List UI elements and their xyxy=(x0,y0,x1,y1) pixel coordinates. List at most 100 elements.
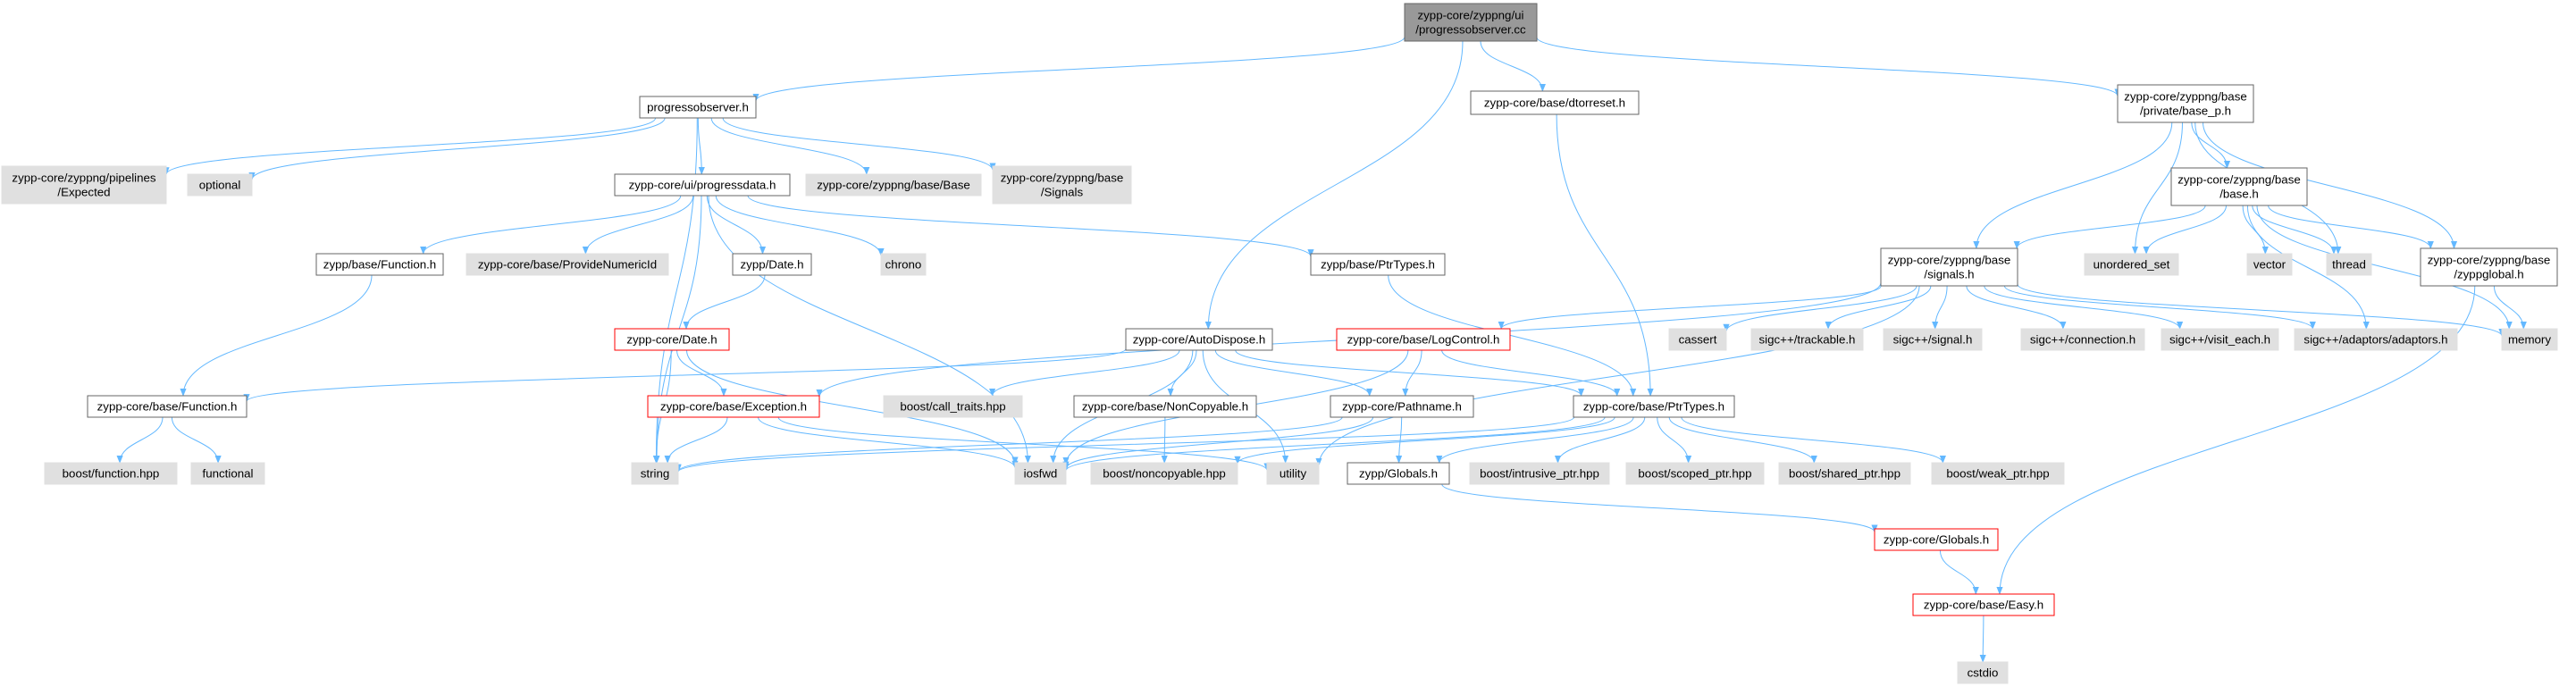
graph-node-Pathname[interactable]: zypp-core/Pathname.h xyxy=(1330,395,1474,418)
edge-dtorreset-to-core_base_PtrTypes xyxy=(1556,113,1654,397)
node-box xyxy=(190,462,265,485)
graph-node-NonCopyable[interactable]: zypp-core/base/NonCopyable.h xyxy=(1073,395,1257,418)
graph-node-AutoDispose[interactable]: zypp-core/AutoDispose.h xyxy=(1125,328,1273,351)
node-label: zypp-core/Pathname.h xyxy=(1342,400,1462,414)
node-box xyxy=(883,395,1023,418)
node-box xyxy=(1404,3,1538,42)
edge-AutoDispose-to-core_base_Function xyxy=(243,348,1127,403)
edge-core_base_PtrTypes-to-weak_ptr xyxy=(1681,416,1946,464)
node-label: /base.h xyxy=(2219,188,2259,201)
node-box xyxy=(2117,84,2254,123)
edges-layer xyxy=(116,37,2527,663)
graph-node-zyppglobal[interactable]: zypp-core/zyppng/base/zyppglobal.h xyxy=(2420,247,2558,287)
node-label: sigc++/signal.h xyxy=(1893,333,1973,347)
edge-AutoDispose-to-core_base_PtrTypes xyxy=(1235,349,1585,397)
node-label: zypp-core/base/NonCopyable.h xyxy=(1082,400,1248,414)
graph-node-unordered_set: unordered_set xyxy=(2084,253,2179,276)
edge-signals_h-to-LogControl xyxy=(1498,285,1882,330)
edge-core_base_Function-to-functional xyxy=(171,416,222,464)
edge-base_h-to-vector xyxy=(2242,205,2269,255)
edge-progressdata-to-iosfwd xyxy=(708,195,1031,464)
node-label: progressobserver.h xyxy=(647,101,749,114)
edge-root-to-dtorreset xyxy=(1480,40,1546,92)
graph-node-chrono: chrono xyxy=(880,253,927,276)
node-box xyxy=(87,395,248,418)
edge-progressobserver-to-progressdata xyxy=(697,117,705,175)
node-label: zypp-core/base/Easy.h xyxy=(1924,599,2043,612)
graph-node-progressobserver[interactable]: progressobserver.h xyxy=(639,96,757,119)
node-label: zypp-core/base/Function.h xyxy=(97,400,238,414)
edge-AutoDispose-to-call_traits xyxy=(989,349,1180,397)
graph-node-zypp_Globals[interactable]: zypp/Globals.h xyxy=(1347,462,1450,485)
graph-node-root[interactable]: zypp-core/zyppng/ui/progressobserver.cc xyxy=(1404,3,1538,42)
node-box xyxy=(1912,593,2055,616)
node-box xyxy=(614,328,730,351)
graph-node-Exception[interactable]: zypp-core/base/Exception.h xyxy=(647,395,820,418)
graph-node-zypp_base_Function[interactable]: zypp/base/Function.h xyxy=(315,253,444,276)
graph-node-Easy[interactable]: zypp-core/base/Easy.h xyxy=(1912,593,2055,616)
graph-node-shared_ptr: boost/shared_ptr.hpp xyxy=(1778,462,1911,485)
graph-node-zyppng_base_Signals: zypp-core/zyppng/base/Signals xyxy=(992,165,1132,205)
node-label: optional xyxy=(199,179,241,192)
node-label: memory xyxy=(2508,333,2551,347)
graph-node-signals_h[interactable]: zypp-core/zyppng/base/signals.h xyxy=(1880,247,2018,287)
node-box xyxy=(2170,167,2308,206)
node-box xyxy=(992,165,1132,205)
node-label: sigc++/adaptors/adaptors.h xyxy=(2303,333,2447,347)
graph-node-ProvideNumericId: zypp-core/base/ProvideNumericId xyxy=(466,253,669,276)
edge-core_Date-to-iosfwd xyxy=(686,349,1019,465)
node-label: boost/shared_ptr.hpp xyxy=(1789,467,1901,481)
graph-node-LogControl[interactable]: zypp-core/base/LogControl.h xyxy=(1336,328,1511,351)
graph-node-core_Date[interactable]: zypp-core/Date.h xyxy=(614,328,730,351)
graph-node-call_traits: boost/call_traits.hpp xyxy=(883,395,1023,418)
node-box xyxy=(614,173,791,197)
edge-progressdata-to-zypp_Date xyxy=(706,195,767,255)
node-label: /private/base_p.h xyxy=(2140,105,2231,118)
edge-NonCopyable-to-noncopyable xyxy=(1161,416,1168,464)
node-box xyxy=(2020,328,2145,351)
node-label: zypp/Date.h xyxy=(741,258,804,272)
edge-core_base_Function-to-boost_function xyxy=(116,416,164,464)
edge-core_Date-to-Exception xyxy=(676,349,727,397)
graph-node-noncopyable: boost/noncopyable.hpp xyxy=(1090,462,1238,485)
edge-core_base_PtrTypes-to-noncopyable xyxy=(1234,416,1615,465)
edge-zypp_Date-to-core_Date xyxy=(683,274,766,330)
node-box xyxy=(1750,328,1864,351)
node-label: zypp-core/zyppng/pipelines xyxy=(12,172,155,185)
node-label: boost/noncopyable.hpp xyxy=(1103,467,1226,481)
node-label: vector xyxy=(2253,258,2287,272)
nodes-layer: zypp-core/zyppng/ui/progressobserver.cc p… xyxy=(1,3,2558,684)
graph-node-sigc_signal: sigc++/signal.h xyxy=(1883,328,1983,351)
graph-node-progressdata[interactable]: zypp-core/ui/progressdata.h xyxy=(614,173,791,197)
node-box xyxy=(1573,395,1735,418)
node-label: boost/weak_ptr.hpp xyxy=(1946,467,2049,481)
node-box xyxy=(1874,528,1999,551)
graph-node-dtorreset[interactable]: zypp-core/base/dtorreset.h xyxy=(1470,90,1640,115)
node-box xyxy=(2326,253,2372,276)
edge-base_p-to-zyppglobal xyxy=(2203,121,2458,249)
graph-node-core_Globals[interactable]: zypp-core/Globals.h xyxy=(1874,528,1999,551)
edge-core_base_PtrTypes-to-zypp_Globals xyxy=(1436,416,1634,464)
graph-node-optional: optional xyxy=(187,173,253,197)
node-box xyxy=(2501,328,2558,351)
edge-signals_h-to-adaptors xyxy=(2003,285,2316,330)
edge-base_p-to-unordered_set xyxy=(2131,121,2183,255)
edge-signals_h-to-sigc_connection xyxy=(1966,285,2067,330)
node-label: utility xyxy=(1280,467,1307,481)
node-box xyxy=(647,395,820,418)
graph-node-zypp_Date[interactable]: zypp/Date.h xyxy=(732,253,812,276)
node-label: boost/call_traits.hpp xyxy=(900,400,1005,414)
node-label: zypp-core/zyppng/base xyxy=(2177,173,2300,187)
graph-node-base_p[interactable]: zypp-core/zyppng/base/private/base_p.h xyxy=(2117,84,2254,123)
node-label: zypp-core/base/ProvideNumericId xyxy=(478,258,657,272)
edge-root-to-AutoDispose xyxy=(1204,40,1464,330)
node-label: chrono xyxy=(885,258,922,272)
graph-node-zypp_base_PtrTypes[interactable]: zypp/base/PtrTypes.h xyxy=(1310,253,1446,276)
graph-node-base_h[interactable]: zypp-core/zyppng/base/base.h xyxy=(2170,167,2308,206)
edge-progressdata-to-zypp_base_Function xyxy=(420,195,682,255)
graph-node-core_base_PtrTypes[interactable]: zypp-core/base/PtrTypes.h xyxy=(1573,395,1735,418)
node-box xyxy=(2246,253,2293,276)
graph-node-utility: utility xyxy=(1266,462,1320,485)
edge-Pathname-to-string xyxy=(675,416,1343,473)
graph-node-core_base_Function[interactable]: zypp-core/base/Function.h xyxy=(87,395,248,418)
